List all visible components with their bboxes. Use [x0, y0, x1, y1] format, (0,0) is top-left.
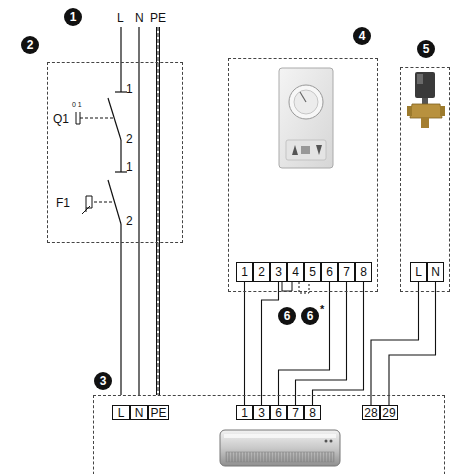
- wire-label: 2: [126, 132, 133, 146]
- dashed-assembly-box: 5LN: [400, 67, 450, 292]
- terminal: 7: [287, 405, 304, 420]
- terminal: 8: [355, 262, 372, 282]
- terminal: 1: [236, 262, 253, 282]
- wire: [371, 282, 419, 405]
- callout-number: 5: [417, 40, 435, 58]
- terminal: 8: [304, 405, 321, 420]
- terminal-number: 6: [275, 406, 282, 420]
- terminal-number: 5: [309, 265, 316, 279]
- pe-wire: [157, 27, 160, 395]
- terminal-number: L: [415, 265, 422, 279]
- thermostat-illustration: [279, 68, 333, 168]
- terminal-number: N: [431, 265, 440, 279]
- terminal: 28: [362, 405, 380, 420]
- terminal-number: 8: [309, 406, 316, 420]
- terminal-number: 3: [275, 265, 282, 279]
- terminal: 3: [253, 405, 270, 420]
- wire: [296, 282, 347, 405]
- wire: [244, 282, 245, 405]
- callout-number: 2: [21, 36, 39, 54]
- wire: [313, 282, 364, 405]
- terminal: 6: [270, 405, 287, 420]
- terminal-number: 6: [326, 265, 333, 279]
- callout-number: 6: [301, 307, 319, 325]
- callout-number: 4: [353, 27, 371, 45]
- terminal-number: 7: [343, 265, 350, 279]
- callout-number: 1: [64, 8, 82, 26]
- terminal-number: PE: [150, 406, 166, 420]
- wire: [262, 282, 279, 405]
- wire-label: 1: [126, 82, 133, 96]
- terminal: 6: [321, 262, 338, 282]
- air-curtain-illustration: [220, 430, 340, 466]
- terminal-number: 4: [292, 265, 299, 279]
- wire-label: PE: [150, 11, 166, 25]
- wire-label: 1: [126, 160, 133, 174]
- terminal-number: 28: [364, 406, 377, 420]
- wire-label: Q1: [53, 112, 69, 126]
- wire-label: 2: [126, 214, 133, 228]
- valve-illustration: [407, 72, 445, 128]
- terminal: N: [130, 405, 148, 420]
- terminal-number: 3: [258, 406, 265, 420]
- switch-handle: [76, 112, 114, 124]
- terminal-number: 8: [360, 265, 367, 279]
- terminal-number: L: [118, 406, 125, 420]
- wire-label: F1: [56, 196, 70, 210]
- terminal: L: [112, 405, 130, 420]
- dashed-assembly-box: 412345678: [228, 58, 378, 292]
- wire-label: L: [117, 11, 124, 25]
- terminal: L: [410, 262, 427, 282]
- terminal: 3: [270, 262, 287, 282]
- breaker-trip-symbol: [82, 196, 114, 214]
- terminal-number: 1: [241, 265, 248, 279]
- terminal: 2: [253, 262, 270, 282]
- callout-number: 3: [94, 372, 112, 390]
- wire-label: N: [135, 11, 144, 25]
- supply-wires: [108, 27, 139, 395]
- dashed-assembly-box: 3LNPE136782829: [93, 395, 445, 474]
- switch-position-label: 0 1: [72, 101, 82, 109]
- terminal-number: 2: [258, 265, 265, 279]
- terminal: 4: [287, 262, 304, 282]
- wire: [389, 282, 436, 405]
- terminal: 1: [236, 405, 253, 420]
- callout-number: 6: [278, 307, 296, 325]
- terminal: 5: [304, 262, 321, 282]
- terminal: PE: [148, 405, 169, 420]
- wire: [279, 282, 330, 405]
- terminal: N: [427, 262, 444, 282]
- wire-label: *: [320, 302, 324, 316]
- jumper: [282, 282, 292, 291]
- terminal: 7: [338, 262, 355, 282]
- terminal-number: N: [135, 406, 144, 420]
- terminal-number: 1: [241, 406, 248, 420]
- terminal: 29: [380, 405, 398, 420]
- terminal-number: 7: [292, 406, 299, 420]
- terminal-number: 29: [382, 406, 395, 420]
- dashed-assembly-box: 2: [47, 62, 183, 243]
